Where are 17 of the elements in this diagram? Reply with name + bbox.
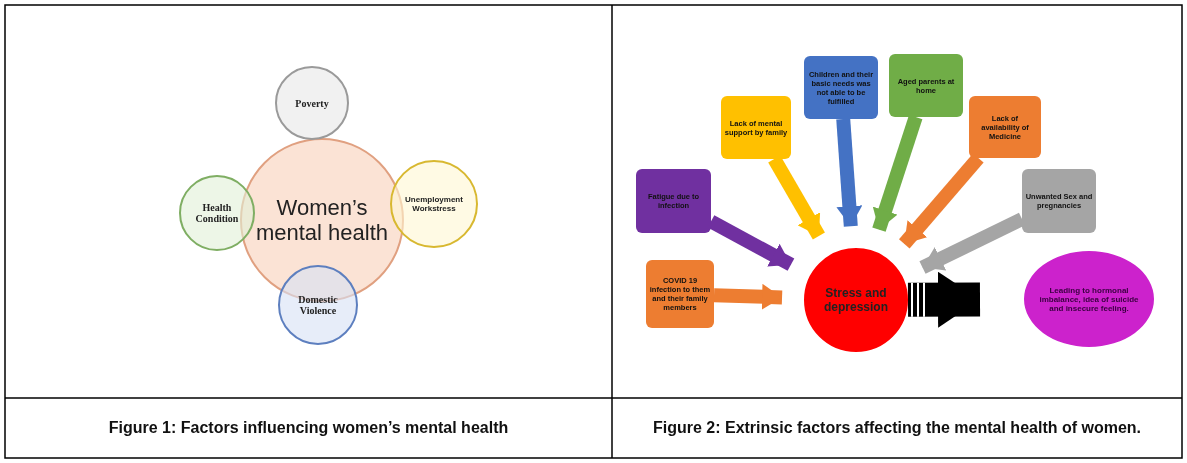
- node-text: Health Condition: [194, 202, 240, 224]
- node-text: Unemployment Workstress: [404, 195, 464, 213]
- factor-box: [969, 96, 1041, 158]
- factor-box: [889, 54, 963, 117]
- node-text: Poverty: [295, 97, 329, 109]
- figure-caption: Figure 2: Extrinsic factors affecting the mental health of women.: [652, 419, 1142, 437]
- figure-caption: Figure 1: Factors influencing women’s mental health: [108, 419, 509, 437]
- factor-box: [1022, 169, 1096, 233]
- node-text: Leading to hormonal imbalance, idea of suicide and insecure feeling.: [1038, 285, 1140, 313]
- node-text: Domestic Violence: [297, 294, 339, 316]
- factor-circle: [179, 175, 255, 251]
- factor-box: [804, 56, 878, 119]
- node-text: Stress and depression: [823, 286, 889, 314]
- factor-box: [636, 169, 711, 233]
- factor-box: [646, 260, 714, 328]
- factor-box: [721, 96, 791, 159]
- node-text: Women’s mental health: [254, 194, 390, 246]
